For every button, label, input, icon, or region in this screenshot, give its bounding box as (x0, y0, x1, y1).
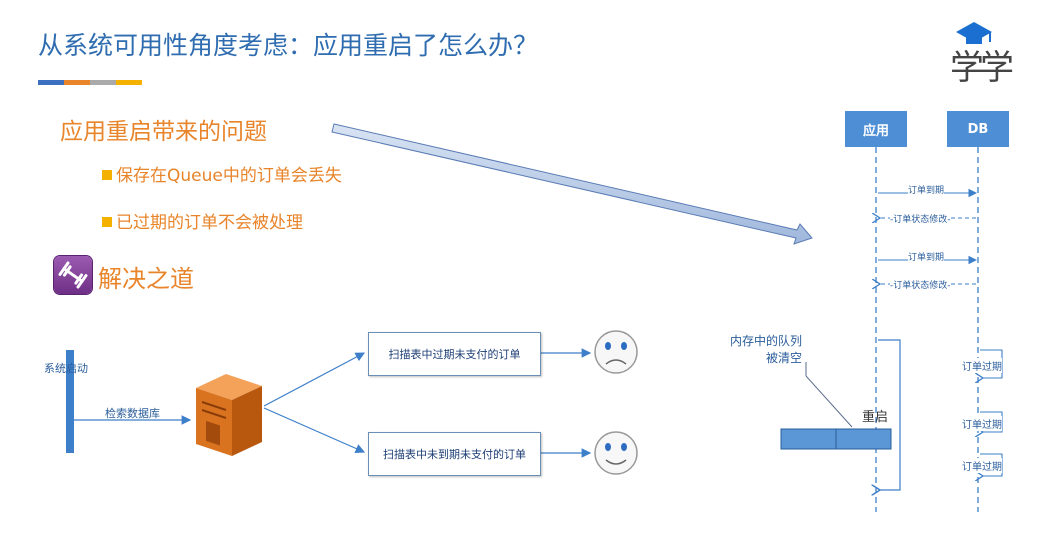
sad-face-icon (594, 330, 638, 374)
pointer-arrow (331, 123, 813, 245)
start-bar (66, 350, 74, 453)
db-expire-label: 订单过期 (958, 358, 1002, 373)
memory-queue-bar (780, 428, 892, 450)
page-title: 从系统可用性角度考虑：应用重启了怎么办？ (38, 31, 539, 60)
system-start-label: 系统启动 (44, 362, 88, 375)
msg-status-update: -订单状态修改- (890, 212, 951, 225)
memory-note-line: 被清空 (765, 351, 802, 365)
logo-text: 学学 (950, 48, 1014, 88)
lifeline-app: 应用 (845, 111, 907, 147)
problem-bullet: 已过期的订单不会被处理 (102, 208, 303, 233)
task-scan-pending: 扫描表中未到期未支付的订单 (368, 432, 541, 476)
title-underline (38, 80, 142, 85)
dumbbell-icon (54, 256, 92, 294)
problem-heading: 应用重启带来的问题 (60, 119, 267, 145)
solution-heading: 解决之道 (98, 265, 194, 293)
lifeline-db: DB (947, 111, 1009, 147)
task-scan-overdue: 扫描表中过期未支付的订单 (368, 332, 541, 376)
brand-logo: 学学 (950, 18, 1032, 88)
db-expire-label: 订单过期 (958, 416, 1002, 431)
msg-order-expire: 订单到期 (908, 183, 945, 196)
msg-order-expire: 订单到期 (908, 250, 945, 263)
msg-status-update: -订单状态修改- (890, 278, 951, 291)
query-db-label: 检索数据库 (105, 407, 160, 420)
memory-note-line: 内存中的队列 (729, 334, 802, 348)
happy-face-icon (594, 431, 638, 475)
memory-queue-note: 内存中的队列 被清空 (720, 333, 802, 367)
db-expire-label: 订单过期 (958, 458, 1002, 473)
restart-label: 重启 (862, 410, 889, 425)
problem-bullet: 保存在Queue中的订单会丢失 (102, 161, 342, 186)
server-icon (196, 374, 262, 456)
